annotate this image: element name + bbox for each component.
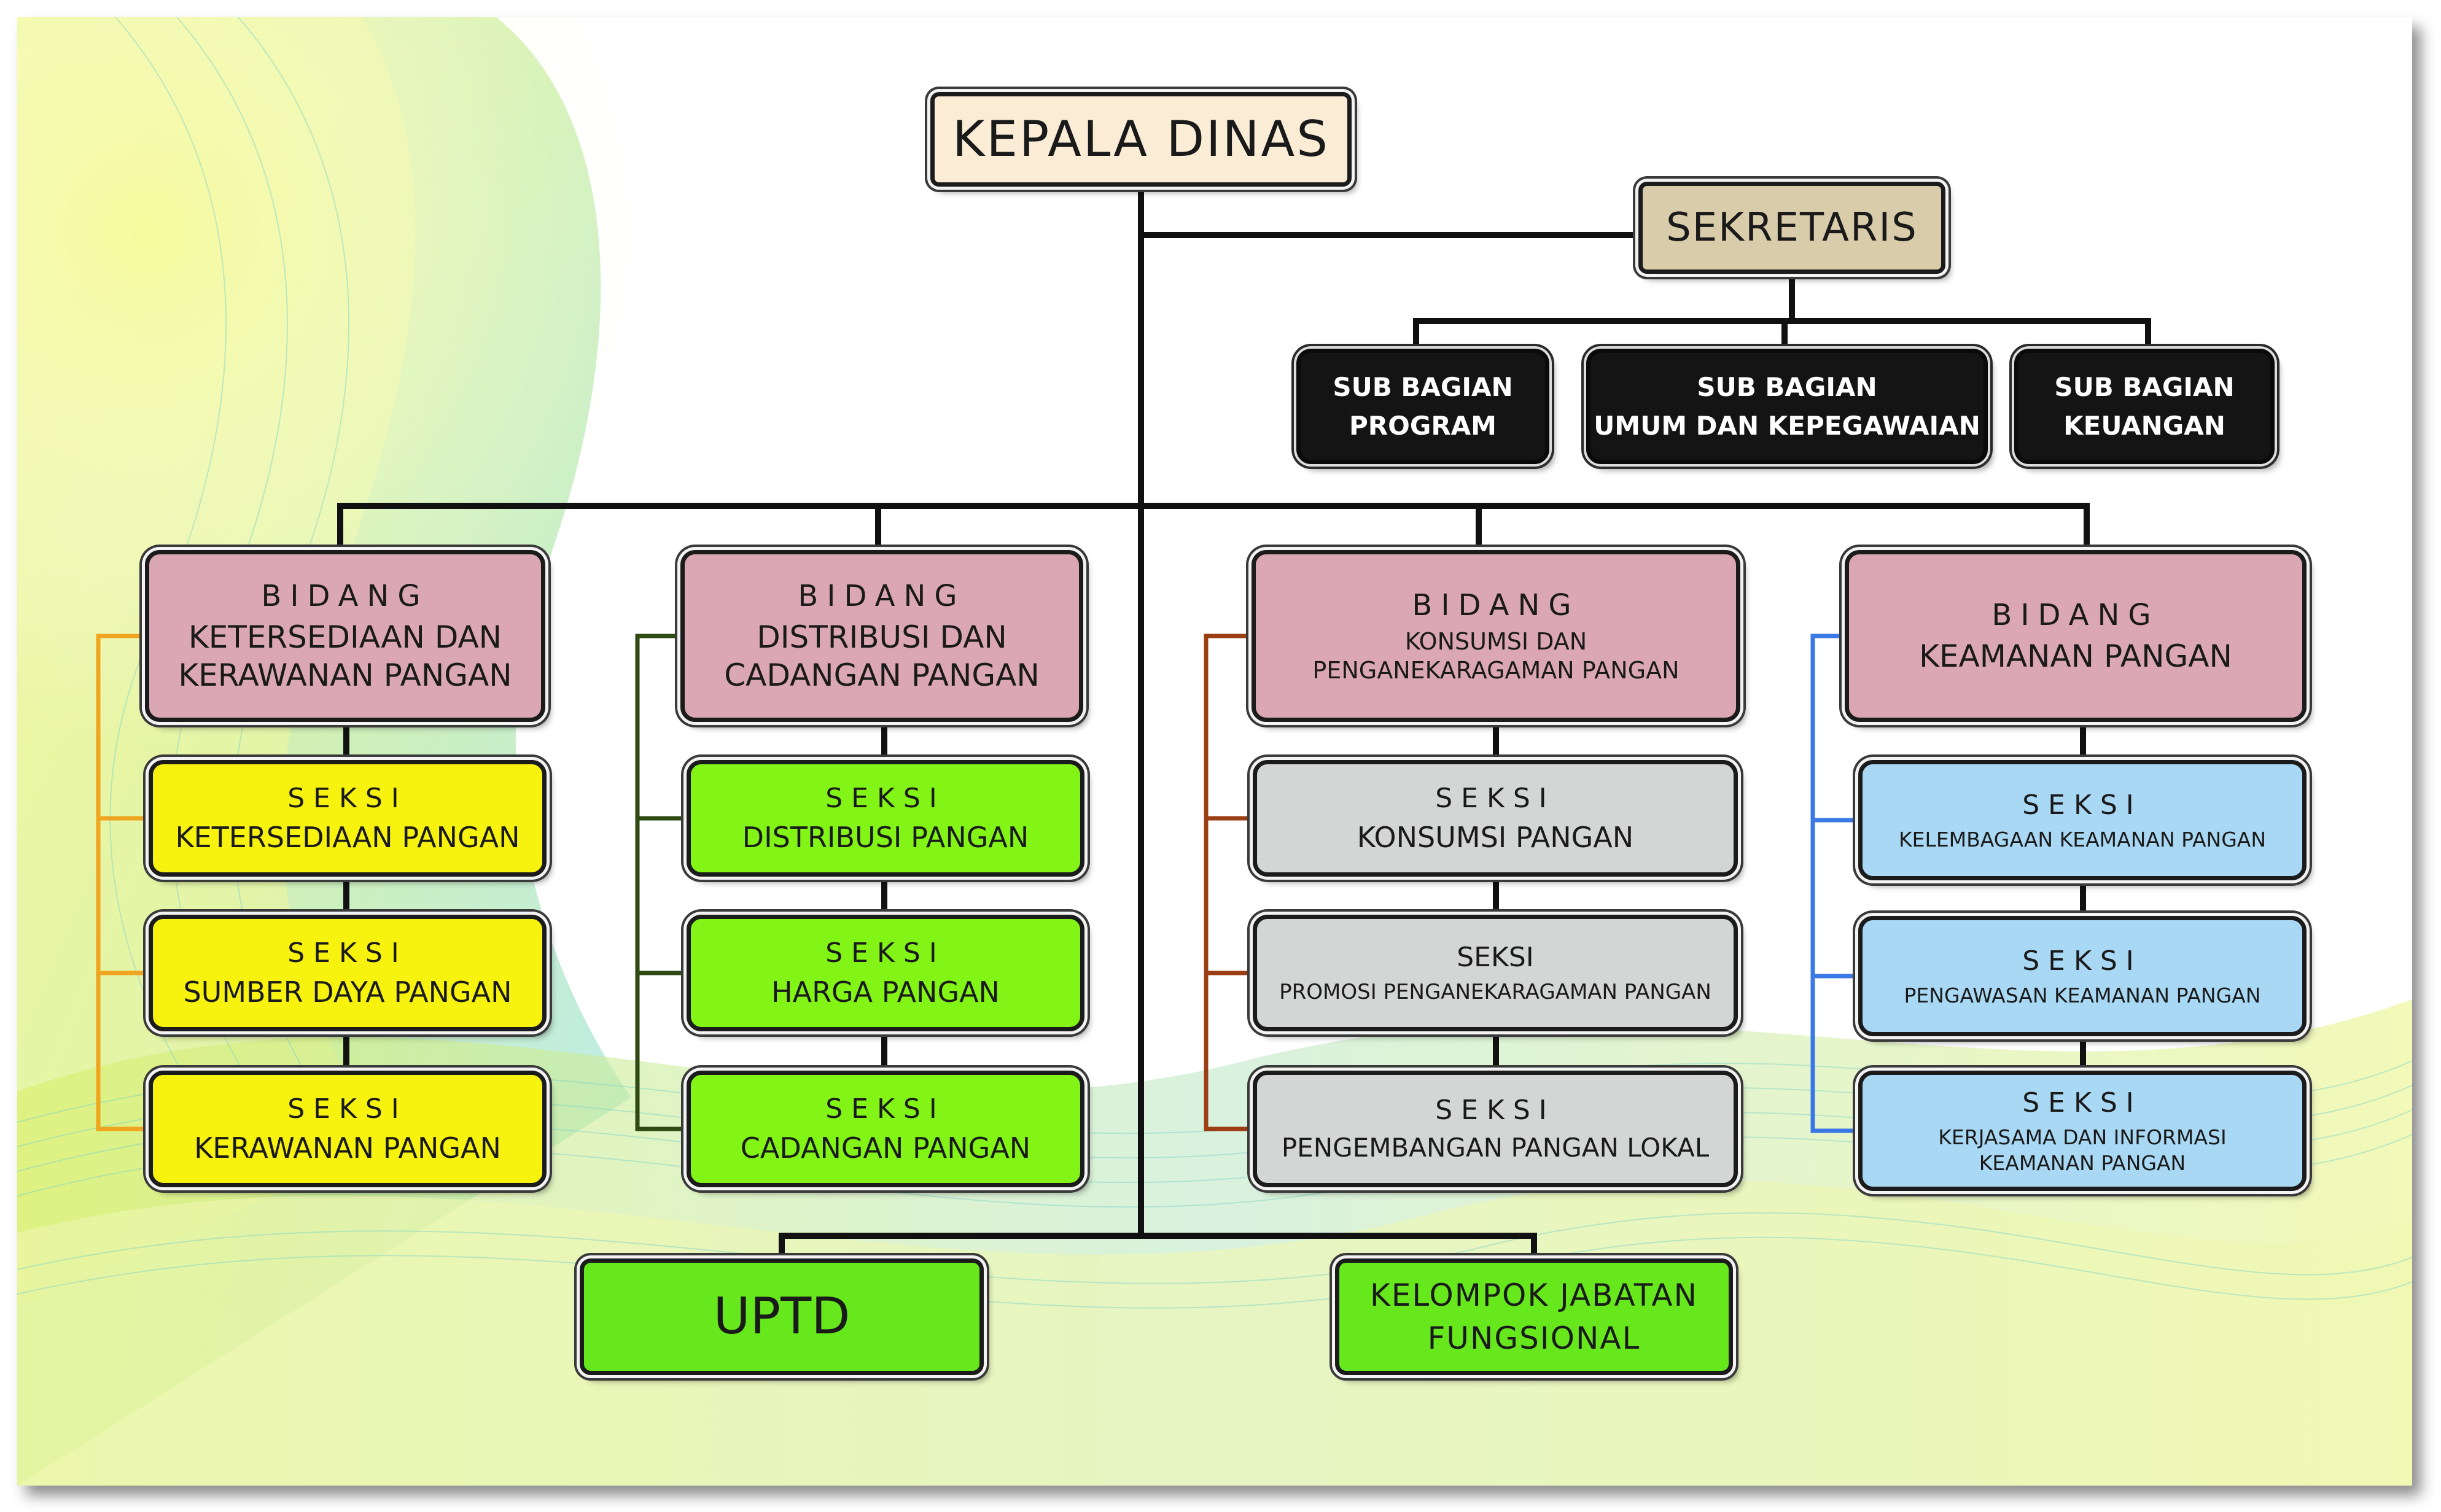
bidang-distribusi-box: BIDANG DISTRIBUSI DAN CADANGAN PANGAN: [680, 550, 1083, 722]
bidang-keyword: BIDANG: [261, 578, 429, 613]
seksi-keyword: SEKSI: [2022, 789, 2143, 821]
seksi-harga-pangan-box: SEKSI HARGA PANGAN: [687, 915, 1084, 1031]
seksi-kerjasama-informasi-box: SEKSI KERJASAMA DAN INFORMASI KEAMANAN P…: [1858, 1071, 2307, 1191]
seksi-kerawanan-pangan-box: SEKSI KERAWANAN PANGAN: [149, 1071, 547, 1187]
sub-bagian-line2: UMUM DAN KEPEGAWAIAN: [1594, 411, 1980, 441]
bidang-konsumsi-box: BIDANG KONSUMSI DAN PENGANEKARAGAMAN PAN…: [1252, 550, 1740, 722]
bidang-name-line2: CADANGAN PANGAN: [724, 657, 1040, 693]
bidang-name-line2: PENGANEKARAGAMAN PANGAN: [1312, 657, 1680, 684]
seksi-promosi-penganekaragaman-box: SEKSI PROMOSI PENGANEKARAGAMAN PANGAN: [1253, 915, 1738, 1031]
sub-bagian-line1: SUB BAGIAN: [1333, 372, 1513, 402]
seksi-ketersediaan-pangan-box: SEKSI KETERSEDIAAN PANGAN: [149, 760, 547, 877]
kelompok-jabatan-fungsional-box: KELOMPOK JABATAN FUNGSIONAL: [1335, 1258, 1733, 1375]
seksi-keyword: SEKSI: [2022, 945, 2143, 977]
sekretaris-label: SEKRETARIS: [1666, 205, 1918, 250]
bidang-name-line2: KERAWANAN PANGAN: [178, 657, 512, 693]
seksi-distribusi-pangan-box: SEKSI DISTRIBUSI PANGAN: [687, 760, 1084, 877]
seksi-keyword: SEKSI: [825, 782, 946, 814]
seksi-name: KONSUMSI PANGAN: [1357, 820, 1634, 854]
seksi-keyword: SEKSI: [287, 1093, 408, 1125]
seksi-cadangan-pangan-box: SEKSI CADANGAN PANGAN: [687, 1071, 1084, 1187]
seksi-sumber-daya-pangan-box: SEKSI SUMBER DAYA PANGAN: [149, 915, 547, 1031]
bidang-ketersediaan-box: BIDANG KETERSEDIAAN DAN KERAWANAN PANGAN: [145, 550, 545, 722]
seksi-keyword: SEKSI: [825, 1093, 946, 1125]
kepala-dinas-box: KEPALA DINAS: [930, 92, 1352, 187]
sub-bagian-line2: PROGRAM: [1349, 411, 1497, 441]
seksi-pengawasan-keamanan-box: SEKSI PENGAWASAN KEAMANAN PANGAN: [1858, 916, 2307, 1036]
bidang-name-line1: DISTRIBUSI DAN: [757, 619, 1007, 655]
seksi-name: DISTRIBUSI PANGAN: [742, 820, 1029, 854]
seksi-keyword: SEKSI: [287, 937, 408, 969]
kepala-dinas-label: KEPALA DINAS: [952, 110, 1330, 168]
bidang-keyword: BIDANG: [1991, 597, 2160, 632]
seksi-name: PROMOSI PENGANEKARAGAMAN PANGAN: [1279, 980, 1711, 1005]
sekretaris-box: SEKRETARIS: [1638, 182, 1945, 274]
seksi-kelembagaan-keamanan-box: SEKSI KELEMBAGAAN KEAMANAN PANGAN: [1858, 760, 2307, 880]
connector-lines: [96, 184, 2151, 1262]
seksi-keyword: SEKSI: [1435, 782, 1555, 814]
bidang-name-line1: KEAMANAN PANGAN: [1919, 638, 2232, 674]
seksi-name: PENGAWASAN KEAMANAN PANGAN: [1904, 983, 2261, 1007]
bidang-name-line1: KETERSEDIAAN DAN: [188, 619, 502, 655]
seksi-keyword: SEKSI: [2022, 1087, 2143, 1119]
seksi-name: SUMBER DAYA PANGAN: [183, 975, 512, 1009]
seksi-name: HARGA PANGAN: [771, 975, 1000, 1009]
seksi-name: KETERSEDIAAN PANGAN: [175, 820, 520, 854]
kjf-line1: KELOMPOK JABATAN: [1369, 1277, 1699, 1313]
bidang-name-line1: KONSUMSI DAN: [1404, 627, 1587, 655]
seksi-keyword: SEKSI: [287, 782, 408, 814]
sub-bagian-program-box: SUB BAGIAN PROGRAM: [1296, 349, 1549, 464]
bidang-keyword: BIDANG: [798, 578, 966, 613]
seksi-name-line1: KERJASAMA DAN INFORMASI: [1938, 1125, 2227, 1150]
kjf-line2: FUNGSIONAL: [1427, 1320, 1641, 1356]
sub-bagian-line1: SUB BAGIAN: [1697, 372, 1877, 402]
uptd-label: UPTD: [713, 1287, 851, 1346]
sub-bagian-line1: SUB BAGIAN: [2054, 372, 2235, 402]
sub-bagian-keuangan-box: SUB BAGIAN KEUANGAN: [2014, 349, 2275, 464]
seksi-pengembangan-pangan-lokal-box: SEKSI PENGEMBANGAN PANGAN LOKAL: [1253, 1071, 1738, 1187]
chart-frame: KEPALA DINAS SEKRETARIS SUB BAGIAN PROGR…: [17, 17, 2412, 1486]
sub-bagian-line2: KEUANGAN: [2063, 411, 2225, 441]
seksi-name: PENGEMBANGAN PANGAN LOKAL: [1281, 1133, 1710, 1163]
seksi-name: KELEMBAGAAN KEAMANAN PANGAN: [1898, 827, 2267, 851]
seksi-konsumsi-pangan-box: SEKSI KONSUMSI PANGAN: [1253, 760, 1738, 877]
seksi-keyword: SEKSI: [825, 937, 946, 969]
seksi-name-line2: KEAMANAN PANGAN: [1979, 1150, 2186, 1175]
uptd-box: UPTD: [580, 1258, 984, 1375]
sub-bagian-umum-box: SUB BAGIAN UMUM DAN KEPEGAWAIAN: [1586, 349, 1988, 464]
seksi-name: KERAWANAN PANGAN: [194, 1131, 501, 1165]
seksi-name: CADANGAN PANGAN: [740, 1131, 1031, 1165]
seksi-keyword: SEKSI: [1435, 1095, 1555, 1126]
bidang-keyword: BIDANG: [1412, 587, 1580, 622]
bidang-keamanan-box: BIDANG KEAMANAN PANGAN: [1845, 550, 2307, 722]
seksi-keyword: SEKSI: [1457, 942, 1534, 974]
